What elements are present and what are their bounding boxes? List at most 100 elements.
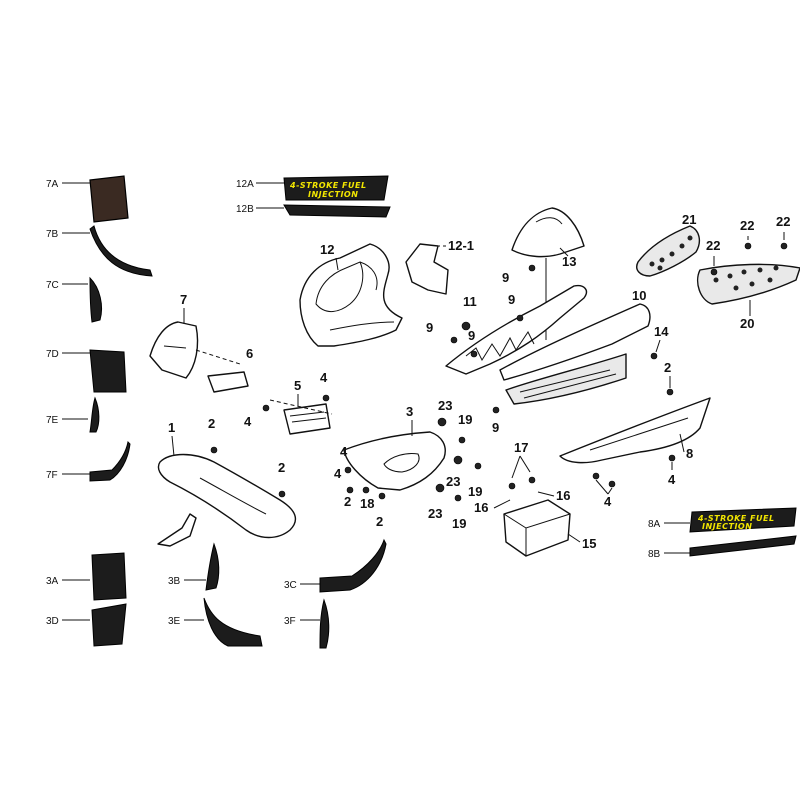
part-12-1-liner (405, 243, 449, 295)
leader-4f-a (595, 479, 609, 495)
part-5-vent (283, 403, 331, 435)
washer-23b (453, 455, 463, 465)
callout-9b: 9 (508, 292, 515, 307)
callout-20: 20 (740, 316, 754, 331)
callout-2d: 2 (376, 514, 383, 529)
washer-23a (437, 417, 447, 427)
leader-6 (195, 349, 241, 365)
screw-9d (470, 350, 478, 358)
callout-19a: 19 (458, 412, 472, 427)
callout-19c: 19 (452, 516, 466, 531)
callout-22c: 22 (776, 214, 790, 229)
screw-2c (346, 486, 354, 494)
screw-4a (322, 394, 330, 402)
callout-16b: 16 (556, 488, 570, 503)
part-6-bracket (207, 371, 249, 393)
leader-17-b (519, 455, 531, 473)
callout-1: 1 (168, 420, 175, 435)
leader-1 (171, 435, 175, 457)
screw-4b (262, 404, 270, 412)
callout-7: 7 (180, 292, 187, 307)
decal-8B (689, 535, 797, 557)
screw-18 (362, 486, 370, 494)
callout-12-1: 12-1 (448, 238, 474, 253)
label-3B: 3B (168, 576, 181, 587)
label-3F: 3F (284, 616, 296, 627)
callout-2c: 2 (344, 494, 351, 509)
label-12A: 12A (236, 179, 254, 190)
callout-9c: 9 (426, 320, 433, 335)
screw-22c (780, 242, 788, 250)
screw-19c (454, 494, 462, 502)
part-21-floor-plate (636, 225, 701, 277)
part-bracket-small (157, 513, 197, 547)
callout-23c: 23 (428, 506, 442, 521)
decal-12A-text-1: 4-STROKE FUEL (289, 181, 367, 190)
callout-23b: 23 (446, 474, 460, 489)
decal-3B (205, 542, 220, 591)
decal-3E (203, 597, 263, 647)
leader-16a (493, 499, 511, 509)
screw-2b (278, 490, 286, 498)
callout-8: 8 (686, 446, 693, 461)
assembly-line-5 (269, 399, 333, 415)
callout-18: 18 (360, 496, 374, 511)
screw-14 (650, 352, 658, 360)
screw-4c (344, 466, 352, 474)
decal-3F (319, 598, 330, 649)
label-7E: 7E (46, 415, 59, 426)
decal-8A (689, 507, 797, 533)
callout-4f: 4 (604, 494, 612, 509)
callout-15: 15 (582, 536, 596, 551)
part-8-lower-side (559, 397, 711, 464)
callout-4b: 4 (244, 414, 252, 429)
decal-8A-text-2: INJECTION (702, 522, 752, 531)
callout-10: 10 (632, 288, 646, 303)
callout-4e: 4 (668, 472, 676, 487)
decal-12A (283, 175, 389, 201)
callout-9e: 9 (492, 420, 499, 435)
decal-7E (89, 396, 100, 433)
callout-23a: 23 (438, 398, 452, 413)
screw-4f-b (608, 480, 616, 488)
callout-9d: 9 (468, 328, 475, 343)
label-12B: 12B (236, 204, 254, 215)
part-10-floor-panel (499, 303, 651, 405)
decal-7B (89, 225, 153, 277)
callout-4c: 4 (340, 444, 348, 459)
callout-4a: 4 (320, 370, 328, 385)
part-15-battery-box (503, 499, 571, 557)
callout-13: 13 (562, 254, 576, 269)
callout-14: 14 (654, 324, 669, 339)
screw-4f-a (592, 472, 600, 480)
callout-3: 3 (406, 404, 413, 419)
decal-7F (89, 440, 131, 482)
screw-11 (461, 321, 471, 331)
decal-7A (89, 175, 129, 223)
label-7D: 7D (46, 349, 59, 360)
label-8A: 8A (648, 519, 661, 530)
callout-19b: 19 (468, 484, 482, 499)
label-7C: 7C (46, 280, 59, 291)
callout-12: 12 (320, 242, 334, 257)
callout-22a: 22 (706, 238, 720, 253)
screw-19a (458, 436, 466, 444)
leader-4f-b (607, 487, 613, 495)
label-3C: 3C (284, 580, 297, 591)
label-3D: 3D (46, 616, 59, 627)
label-3E: 3E (168, 616, 181, 627)
label-3A: 3A (46, 576, 59, 587)
decal-8A-text-1: 4-STROKE FUEL (697, 514, 775, 523)
decal-3A (91, 552, 127, 601)
screw-9e (492, 406, 500, 414)
decal-12A-text-2: INJECTION (308, 190, 358, 199)
screw-9b (516, 314, 524, 322)
leader-14 (655, 339, 661, 353)
screw-9c (450, 336, 458, 344)
part-3-center-panel (343, 431, 446, 491)
part-12-front-cover (299, 243, 403, 347)
leader-13 (559, 247, 569, 257)
callout-5: 5 (294, 378, 301, 393)
screw-17a (508, 482, 516, 490)
